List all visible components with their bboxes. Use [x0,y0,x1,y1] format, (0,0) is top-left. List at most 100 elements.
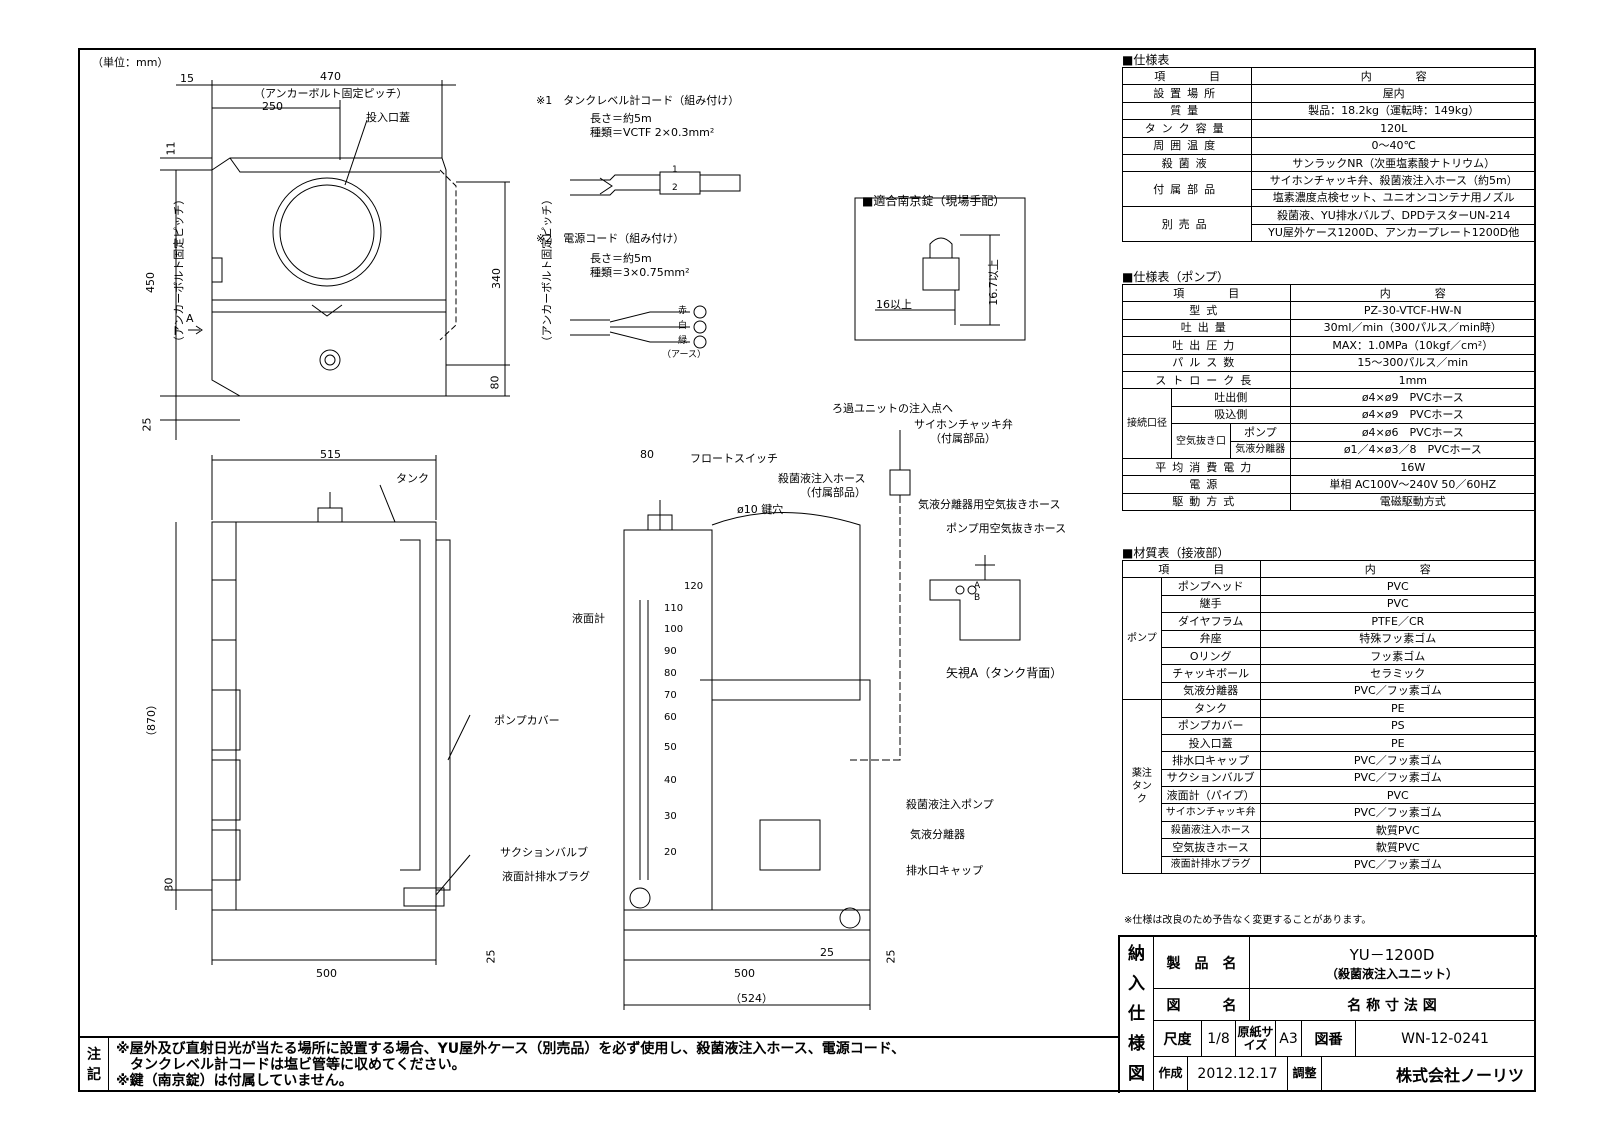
table-row: 殺菌液サンラックNR（次亜塩素酸ナトリウム） [1121,153,1536,173]
wire-earth: （アース） [662,350,707,360]
dim-anchor-pitch: （アンカーボルト固定ピッチ） [254,87,408,100]
dim-524: （524） [730,992,773,1005]
wire-red: 赤 [678,306,688,316]
table-row: チャッキボールセラミック [1123,664,1537,683]
dim-anchor-pitch-v: （アンカーボルト固定ピッチ） [172,193,186,348]
dim-80b: 80 [640,448,654,461]
table-row: 質量製品：18.2kg（運転時：149kg） [1121,101,1536,121]
note-line-2: タンクレベル計コードは塩ビ管等に収めてください。 [116,1057,466,1073]
label-port-a: A [974,581,981,591]
label-siphon-accessory: （付属部品） [930,432,996,445]
label-tank: タンク [396,472,429,485]
dim-25b: 25 [820,946,834,959]
spec-footnote: ※仕様は改良のため予告なく変更することがあります。 [1124,915,1372,926]
made-date: 2012.12.17 [1188,1057,1288,1091]
cord1-type: 種類＝VCTF 2×0.3mm² [590,126,715,139]
scale-90: 90 [664,646,677,657]
cord-drawings [570,171,741,349]
dim-250: 250 [262,100,283,113]
paper-value: A3 [1276,1021,1302,1057]
table-row: 液面計（パイプ）PVC [1123,786,1537,805]
company-name: 株式会社ノーリツ [1322,1057,1535,1091]
label-pump-air-hose: ポンプ用空気抜きホース [946,522,1067,535]
dim-515: 515 [320,448,341,461]
note-line-3: ※鍵（南京錠）は付属していません。 [116,1073,353,1089]
label-gas-separator: 気液分離器 [910,828,965,841]
label-port-b: B [974,593,981,603]
cord1-wire2: 2 [672,183,678,193]
table-row: 空気抜きホース軟質PVC [1123,838,1537,857]
material-title: ■材質表（接液部） [1122,546,1230,560]
scale-30: 30 [664,811,677,822]
notes-label: 注 記 [80,1038,109,1092]
label-keyhole: ø10 鍵穴 [737,503,784,516]
table-row: 項 目内 容 [1122,283,1537,303]
scale-label: 尺度 [1154,1021,1202,1057]
table-row: 弁座特殊フッ素ゴム [1123,629,1537,648]
side-view-drawing [165,455,471,965]
scale-20: 20 [664,847,677,858]
paper-label: 原紙サイズ [1236,1021,1276,1057]
lock-width: 16以上 [876,298,912,311]
table-row: 項 目内 容 [1121,66,1536,86]
cord1-wire1: 1 [672,165,678,175]
front-view-drawing [160,80,510,440]
notes-area: 注 記 ※屋外及び直射日光が当たる場所に設置する場合、YU屋外ケース（別売品）を… [80,1036,1118,1092]
cord1-length: 長さ＝約5m [590,112,652,125]
lock-height: 16.7以上 [986,259,1000,306]
table-row: 殺菌液注入ホース軟質PVC [1123,820,1537,840]
unit-note: （単位：mm） [92,56,169,69]
title-vertical: 納 入 仕 様 図 [1120,937,1154,1091]
label-lid: 投入口蓋 [366,111,410,124]
scale-80: 80 [664,668,677,679]
dim-500b: 500 [734,967,755,980]
adj-label: 調整 [1288,1057,1322,1091]
cord1-title: ※1 タンクレベル計コード（組み付け） [536,94,740,107]
label-drain-cap: 排水口キャップ [906,864,983,877]
padlock-drawing [854,197,1026,341]
wire-white: 白 [678,321,688,331]
table-row: 付属部品サイホンチャッキ弁、殺菌液注入ホース（約5m） [1121,171,1536,208]
number-label: 図番 [1302,1021,1356,1057]
scale-50: 50 [664,742,677,753]
dim-30: 30 [162,877,176,892]
product-name: YU－1200D [1349,945,1435,964]
label-pump-cover: ポンプカバー [494,714,560,727]
scale-60: 60 [664,712,677,723]
lock-title: ■適合南京錠（現場手配） [862,194,1006,208]
label-float-switch: フロートスイッチ [690,452,778,465]
dim-870: （870） [145,699,158,742]
dim-25c: 25 [484,949,498,964]
title-block: 納 入 仕 様 図 製 品 名 YU－1200D （殺菌液注入ユニット） 図 名… [1118,935,1537,1093]
dim-11: 11 [164,141,178,156]
notes-text: ※屋外及び直射日光が当たる場所に設置する場合、YU屋外ケース（別売品）を必ず使用… [116,1041,905,1089]
table-row: 電源単相 AC100V～240V 50／60HZ [1122,475,1537,494]
label-level-gauge: 液面計 [572,612,605,625]
cord2-title: ※2 電源コード（組み付け） [536,232,685,245]
dim-450: 450 [144,272,157,293]
table-row: YU屋外ケース1200D、アンカープレート1200D他 [1123,223,1536,242]
dim-470: 470 [320,70,341,83]
label-filter-point: ろ過ユニットの注入点へ [832,402,953,415]
dim-25: 25 [140,417,154,432]
spec-title: ■仕様表 [1122,53,1170,67]
drawing-name: 名 称 寸 法 図 [1250,989,1535,1021]
scale-70: 70 [664,690,677,701]
